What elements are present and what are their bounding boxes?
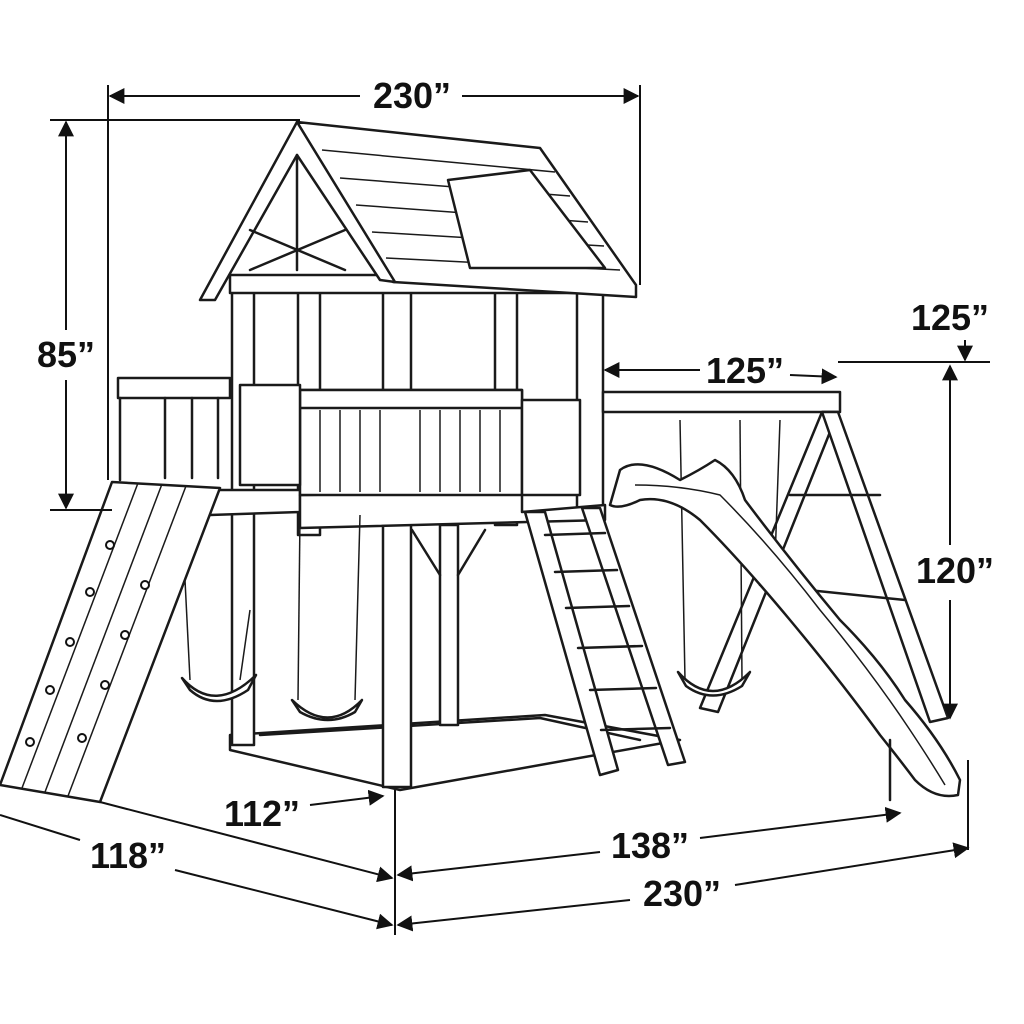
- dim-swing-height: 120”: [916, 550, 994, 591]
- climbing-wall: [0, 480, 222, 804]
- dimension-lines: [0, 85, 990, 935]
- roof: [198, 120, 638, 302]
- dimension-labels: 230” 85” 125” 125” 120” 112” 118” 138” 2…: [37, 75, 994, 914]
- slide: [608, 458, 962, 802]
- dim-beam-length: 125”: [706, 350, 784, 391]
- dim-roof-height: 85”: [37, 334, 95, 375]
- dim-top-width: 230”: [373, 75, 451, 116]
- tower-swings: [180, 514, 364, 722]
- deck: [208, 383, 607, 577]
- side-railing: [116, 376, 232, 482]
- dim-beam-height-top: 125”: [911, 297, 989, 338]
- playset-drawing: [0, 120, 962, 804]
- dim-tower-depth: 112”: [224, 793, 300, 834]
- dim-total-width: 230”: [643, 873, 721, 914]
- ladder: [523, 506, 687, 777]
- dim-side-depth: 118”: [90, 835, 166, 876]
- dim-swing-width: 138”: [611, 825, 689, 866]
